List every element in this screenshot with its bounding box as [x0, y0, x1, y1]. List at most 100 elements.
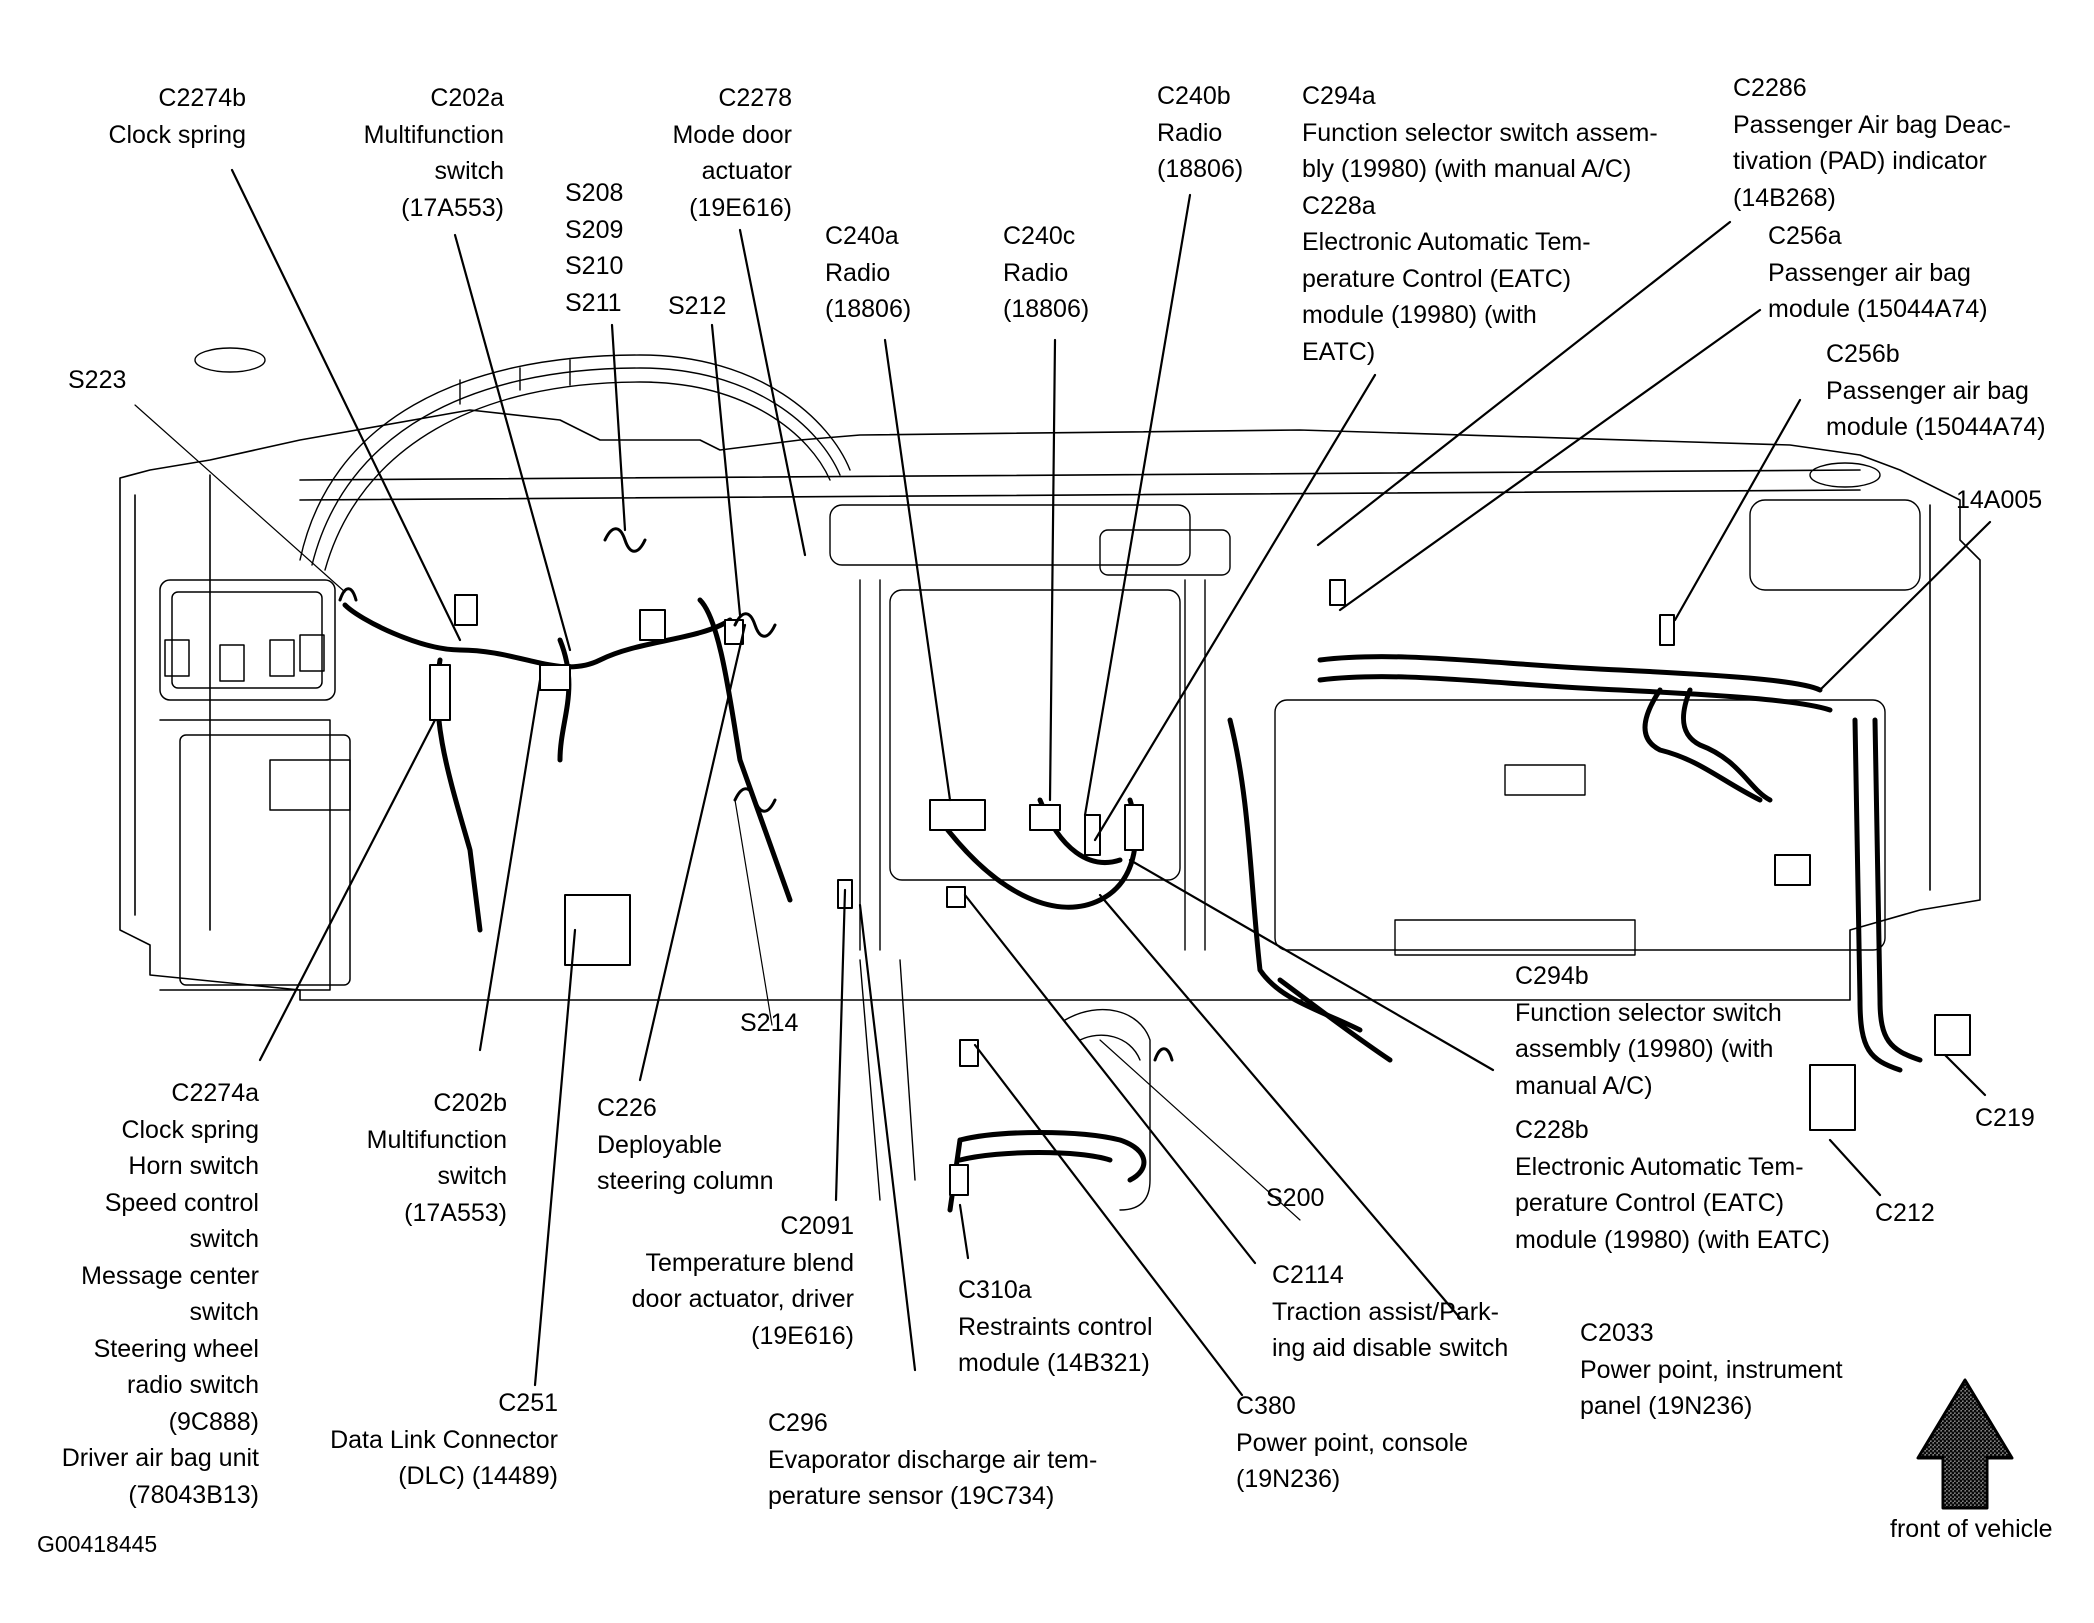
part-number: (78043B13) — [128, 1480, 259, 1509]
connector-code: C256a — [1768, 222, 1842, 250]
part-number: (19N236) — [1236, 1465, 1341, 1493]
connector-code: C380 — [1236, 1392, 1296, 1420]
steering-column-arc — [299, 354, 851, 571]
connector-description: door actuator, driver — [631, 1285, 854, 1313]
callout-c294b-c228b: C294b Function selector switch assembly … — [1515, 958, 1830, 1258]
connector-description: switch — [437, 1162, 507, 1190]
connector-description: Temperature blend — [645, 1248, 854, 1277]
splice-marks — [338, 527, 1174, 1062]
connector-description: Steering wheel — [93, 1334, 259, 1363]
splice-code: S211 — [565, 288, 622, 317]
part-number: (17A553) — [404, 1198, 507, 1227]
connector-code: C2091 — [780, 1212, 854, 1240]
connector-description: Passenger air bag — [1826, 376, 2029, 405]
connector-description: Clock spring — [121, 1115, 259, 1144]
connector-description: radio switch — [127, 1371, 259, 1399]
connector-code: C2274a — [171, 1079, 259, 1107]
connector-description: actuator — [701, 157, 792, 185]
connector-description: panel (19N236) — [1580, 1392, 1753, 1420]
connector-description: Electronic Automatic Tem- — [1515, 1152, 1804, 1181]
panel-outline — [119, 409, 1981, 1001]
leader-lines — [134, 168, 1992, 1397]
callout-14a005: 14A005 — [1956, 482, 2042, 519]
connector-code: C310a — [958, 1276, 1032, 1304]
callout-c2274a: C2274a Clock spring Horn switch Speed co… — [62, 1075, 259, 1513]
callout-c2278: C2278 Mode door actuator (19E616) — [672, 80, 792, 226]
part-number: (18806) — [1003, 295, 1090, 323]
callout-c256b: C256b Passenger air bag module (15044A74… — [1826, 336, 2046, 446]
connector-code: C240a — [825, 222, 899, 250]
connector-code: C251 — [498, 1389, 558, 1417]
connector-code: C2274b — [158, 84, 246, 112]
connector-description: module (15044A74) — [1768, 295, 1988, 323]
connector-description: switch — [189, 1298, 259, 1326]
callout-s208-s211: S208 S209 S210 S211 — [565, 175, 623, 321]
callout-c202a: C202a Multifunction switch (17A553) — [364, 80, 504, 226]
connector-code: C226 — [597, 1094, 657, 1122]
callout-c310a: C310a Restraints control module (14B321) — [958, 1272, 1153, 1382]
part-number: (19E616) — [751, 1321, 854, 1350]
connector-description: Radio — [1003, 258, 1069, 287]
harness-code: 14A005 — [1956, 486, 2043, 514]
connector-code: C2114 — [1272, 1261, 1344, 1289]
callout-c226: C226 Deployable steering column — [597, 1090, 773, 1200]
connector-code: C294a — [1302, 82, 1376, 110]
part-number: (9C888) — [168, 1407, 259, 1436]
connector-description: Mode door — [672, 120, 792, 149]
splice-code: S208 — [565, 179, 624, 207]
callout-c240b: C240b Radio (18806) — [1157, 78, 1243, 188]
callout-c380: C380 Power point, console (19N236) — [1236, 1388, 1468, 1498]
connector-code: C202b — [433, 1089, 507, 1117]
front-of-vehicle-label: front of vehicle — [1890, 1515, 2053, 1543]
connector-description: Electronic Automatic Tem- — [1302, 228, 1591, 256]
splice-code: S212 — [668, 292, 727, 320]
connector-description: switch — [189, 1225, 259, 1253]
connector-description: Multifunction — [366, 1125, 507, 1154]
part-number: (18806) — [825, 295, 912, 323]
connector-description: module (19980) (with — [1302, 301, 1537, 329]
connector-description: module (15044A74) — [1826, 413, 2046, 441]
connector-description: Passenger Air bag Deac- — [1733, 110, 2011, 139]
figure-id: G00418445 — [37, 1531, 158, 1557]
connector-description: Restraints control — [958, 1312, 1153, 1341]
connector-code: C219 — [1975, 1104, 2035, 1132]
connector-description: Function selector switch — [1515, 998, 1782, 1027]
connector-description: module (14B321) — [958, 1349, 1150, 1377]
part-number: (DLC) (14489) — [398, 1462, 558, 1490]
callout-c256a: C256a Passenger air bag module (15044A74… — [1768, 218, 1988, 328]
connector-description: perature Control (EATC) — [1515, 1189, 1785, 1217]
splice-code: S210 — [565, 252, 624, 280]
front-of-vehicle-arrow-icon — [1916, 1378, 2014, 1510]
part-number: (14B268) — [1733, 183, 1836, 212]
connector-description: Radio — [825, 258, 891, 287]
instrument-cluster-area — [159, 579, 351, 991]
part-number: (19E616) — [689, 193, 792, 222]
console-region — [859, 959, 1151, 1211]
connector-code: C2286 — [1733, 74, 1807, 102]
callout-c240c: C240c Radio (18806) — [1003, 218, 1089, 328]
part-number: (18806) — [1157, 155, 1244, 183]
connector-description: Data Link Connector — [330, 1425, 558, 1454]
callout-s200: S200 — [1266, 1180, 1324, 1217]
connector-description: Driver air bag unit — [61, 1444, 259, 1472]
callout-c2033: C2033 Power point, instrument panel (19N… — [1580, 1315, 1843, 1425]
callout-s212: S212 — [668, 288, 726, 325]
connector-description: Message center — [81, 1261, 259, 1290]
connector-description: Function selector switch assem- — [1302, 118, 1658, 147]
splice-code: S200 — [1266, 1184, 1325, 1212]
connector-description: Power point, instrument — [1580, 1355, 1843, 1384]
callout-s223: S223 — [68, 362, 126, 399]
callout-c202b: C202b Multifunction switch (17A553) — [367, 1085, 507, 1231]
splice-code: S209 — [565, 215, 624, 244]
connector-description: Multifunction — [363, 120, 504, 149]
callout-c296: C296 Evaporator discharge air tem- perat… — [768, 1405, 1097, 1515]
connector-code: C228b — [1515, 1116, 1589, 1144]
connector-description: Radio — [1157, 118, 1223, 147]
connector-code: C240c — [1003, 222, 1076, 250]
callout-c251: C251 Data Link Connector (DLC) (14489) — [330, 1385, 558, 1495]
callout-c294a-c228a: C294a Function selector switch assem- bl… — [1302, 78, 1658, 370]
connector-description: steering column — [597, 1167, 774, 1195]
callout-c2274b: C2274b Clock spring — [108, 80, 246, 153]
part-number: (17A553) — [401, 193, 504, 222]
